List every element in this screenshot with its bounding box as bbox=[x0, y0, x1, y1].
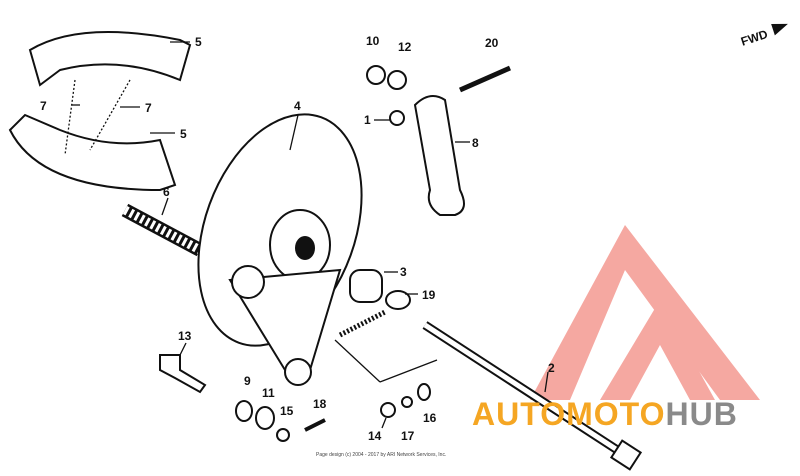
label-11: 11 bbox=[262, 386, 275, 400]
label-12: 12 bbox=[398, 40, 412, 54]
label-1: 1 bbox=[364, 113, 371, 127]
label-19: 19 bbox=[422, 288, 436, 302]
nut-14 bbox=[380, 402, 396, 418]
fwd-indicator: FWD bbox=[739, 23, 788, 49]
fwd-label: FWD bbox=[739, 27, 770, 49]
washer-11 bbox=[255, 406, 275, 430]
brake-cam bbox=[121, 203, 204, 257]
brake-panel bbox=[197, 113, 363, 386]
nut-15 bbox=[276, 428, 290, 442]
watermark-logo bbox=[530, 225, 760, 400]
label-10: 10 bbox=[366, 34, 380, 48]
label-5: 5 bbox=[195, 35, 202, 49]
washer-9 bbox=[235, 400, 253, 422]
label-18: 18 bbox=[313, 397, 327, 411]
label-5: 5 bbox=[180, 127, 187, 141]
label-16: 16 bbox=[423, 411, 437, 425]
leader-lines bbox=[72, 41, 549, 429]
brake-shoe-lower bbox=[8, 113, 177, 192]
label-17: 17 bbox=[401, 429, 415, 443]
washer-17 bbox=[401, 396, 413, 408]
washer-10 bbox=[366, 65, 386, 85]
nut-1 bbox=[389, 110, 405, 126]
bolt-20 bbox=[458, 65, 512, 93]
collar bbox=[349, 269, 383, 303]
washer-19 bbox=[385, 290, 411, 310]
washer-16 bbox=[417, 383, 431, 401]
arrow-icon bbox=[771, 23, 788, 36]
springs bbox=[64, 79, 131, 156]
watermark-auto: AUTO bbox=[472, 396, 567, 432]
watermark-moto: MOTO bbox=[566, 396, 666, 432]
pin-18 bbox=[304, 418, 326, 432]
label-13: 13 bbox=[178, 329, 192, 343]
label-8: 8 bbox=[472, 136, 479, 150]
brake-shoe-upper bbox=[28, 31, 192, 87]
label-20: 20 bbox=[485, 36, 499, 50]
label-6: 6 bbox=[163, 185, 170, 199]
copyright-text: Page design (c) 2004 - 2017 by ARI Netwo… bbox=[316, 452, 447, 458]
bolt-13 bbox=[159, 354, 207, 394]
bolt bbox=[338, 309, 387, 338]
label-3: 3 bbox=[400, 265, 407, 279]
label-14: 14 bbox=[368, 429, 382, 443]
label-2: 2 bbox=[548, 361, 555, 375]
axle-head bbox=[609, 439, 643, 471]
label-9: 9 bbox=[244, 374, 251, 388]
washer-12 bbox=[387, 70, 407, 90]
label-4: 4 bbox=[294, 99, 301, 113]
label-7: 7 bbox=[40, 99, 47, 113]
brake-arm bbox=[413, 95, 465, 216]
label-15: 15 bbox=[280, 404, 294, 418]
watermark-hub: HUB bbox=[665, 396, 738, 432]
watermark-text: AUTOMOTOHUB bbox=[472, 396, 738, 433]
label-7: 7 bbox=[145, 101, 152, 115]
